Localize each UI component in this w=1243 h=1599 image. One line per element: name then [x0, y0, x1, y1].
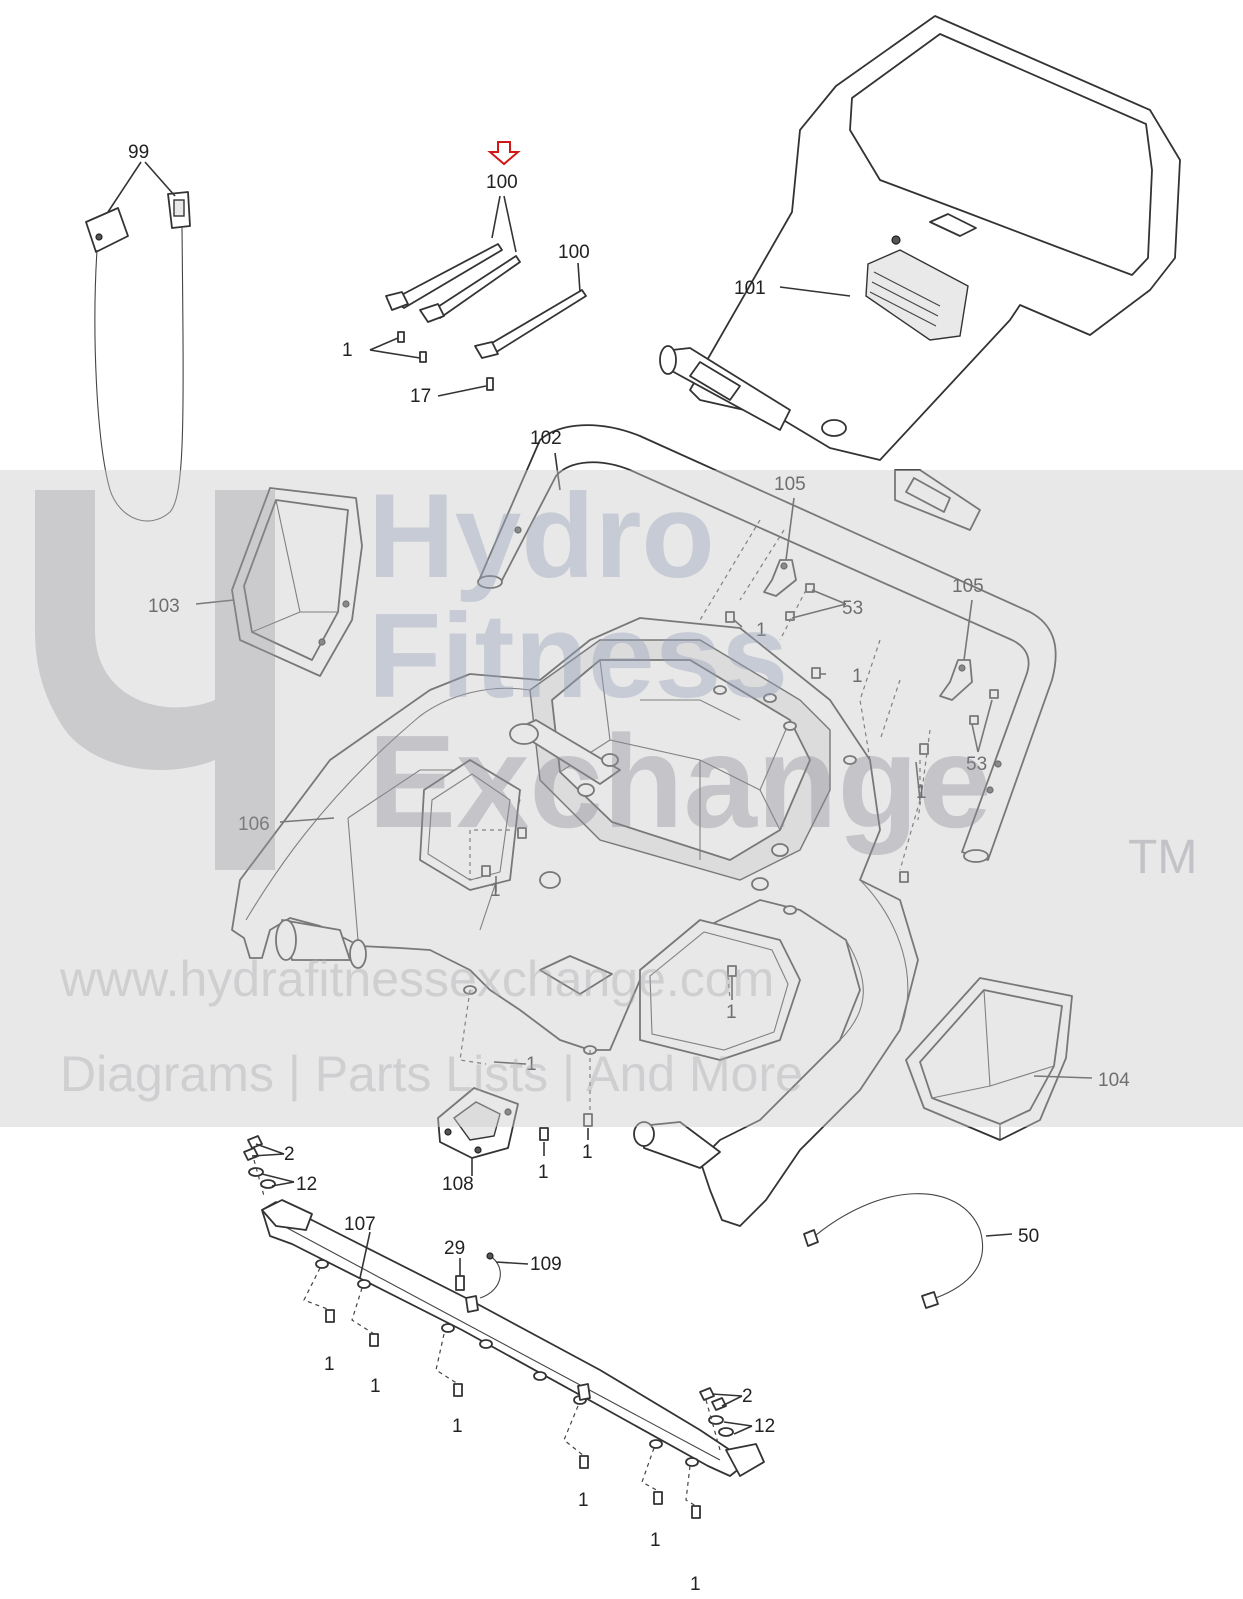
- callout-1-a: 1: [756, 620, 767, 641]
- leader-53a-1: [811, 589, 847, 605]
- leader-53b-2: [971, 723, 979, 753]
- callout-1-l: 1: [578, 1490, 589, 1511]
- callout-1-f: 1: [726, 1002, 737, 1023]
- part-107-crossbar: [261, 1199, 765, 1477]
- part-99-safety-key: [85, 191, 191, 522]
- leader-105b: [963, 599, 973, 661]
- callout-12-a: 12: [296, 1174, 317, 1195]
- callout-100-b: 100: [558, 242, 590, 263]
- callout-106: 106: [238, 814, 270, 835]
- leader-2b-2: [721, 1395, 743, 1407]
- crossbar-screws: [303, 1267, 701, 1519]
- leader-1-c: [915, 761, 921, 801]
- callout-101: 101: [734, 278, 766, 299]
- callout-1-n: 1: [690, 1574, 701, 1595]
- callout-17: 17: [410, 386, 431, 407]
- leader-12b-2: [733, 1425, 753, 1435]
- part-100-wire-harness: [385, 243, 587, 359]
- callout-2-a: 2: [284, 1144, 295, 1165]
- callout-1-e: 1: [526, 1054, 537, 1075]
- leader-100b: [577, 262, 581, 293]
- part-102-upright-frame: [477, 424, 1057, 863]
- callout-1-g: 1: [538, 1162, 549, 1183]
- callout-103: 103: [148, 596, 180, 617]
- leader-1-a: [733, 619, 743, 628]
- leader-104: [1033, 1075, 1093, 1079]
- callout-1-c: 1: [916, 782, 927, 803]
- callout-53-a: 53: [842, 598, 863, 619]
- part-103-left-tray: [231, 487, 363, 677]
- callout-105-a: 105: [774, 474, 806, 495]
- callout-1-h: 1: [582, 1142, 593, 1163]
- callout-29: 29: [444, 1238, 465, 1259]
- leader-50: [985, 1233, 1013, 1237]
- leader-1-e: [493, 1061, 527, 1065]
- callout-labels: 99 100 100 101 1 17 102 105 105 53 53 1 …: [128, 142, 1130, 1595]
- leader-107: [359, 1231, 371, 1279]
- leader-100a-1: [491, 195, 501, 239]
- dashed-shroud-paths: [459, 829, 731, 1110]
- callout-99: 99: [128, 142, 149, 163]
- leader-12b-1: [723, 1421, 753, 1427]
- callout-100-a: 100: [486, 172, 518, 193]
- part-101-console: [659, 15, 1181, 531]
- part-106-main-shroud: [231, 617, 919, 1227]
- leader-109: [495, 1261, 529, 1265]
- leader-103: [195, 599, 235, 605]
- leader-99a: [107, 161, 142, 213]
- leader-1-top-b: [369, 349, 421, 359]
- fasteners-2-12-right: [699, 1387, 734, 1451]
- part-108-cover-plate: [437, 1087, 593, 1159]
- leader-17: [437, 385, 487, 397]
- highlight-arrow-icon: [487, 141, 521, 166]
- callout-102: 102: [530, 428, 562, 449]
- part-29-109: [455, 1252, 501, 1299]
- callout-1-j: 1: [370, 1376, 381, 1397]
- leader-105a: [785, 497, 795, 561]
- callout-1-k: 1: [452, 1416, 463, 1437]
- part-104-right-tray: [905, 977, 1073, 1141]
- leader-100a-2: [503, 195, 517, 253]
- callout-1-i: 1: [324, 1354, 335, 1375]
- callout-105-b: 105: [952, 576, 984, 597]
- callout-108: 108: [442, 1174, 474, 1195]
- leader-1-top-a: [369, 337, 399, 351]
- callout-1-m: 1: [650, 1530, 661, 1551]
- part-50-cable: [803, 1193, 984, 1309]
- callout-50: 50: [1018, 1226, 1039, 1247]
- callout-107: 107: [344, 1214, 376, 1235]
- callout-1-b: 1: [852, 666, 863, 687]
- leader-99b: [144, 161, 176, 197]
- leader-2b-1: [711, 1393, 743, 1397]
- leader-106: [279, 817, 335, 823]
- leader-12a-2: [271, 1181, 295, 1187]
- leader-12a-1: [261, 1173, 295, 1183]
- callout-53-b: 53: [966, 754, 987, 775]
- leader-53a-2: [791, 603, 847, 619]
- callout-12-b: 12: [754, 1416, 775, 1437]
- callout-109: 109: [530, 1254, 562, 1275]
- screws-top: [397, 331, 494, 391]
- leader-2a-1: [255, 1143, 285, 1155]
- callout-1-d: 1: [490, 880, 501, 901]
- callout-104: 104: [1098, 1070, 1130, 1091]
- leader-102: [554, 452, 561, 491]
- leader-101: [779, 286, 851, 297]
- callout-2-b: 2: [742, 1386, 753, 1407]
- callout-1-top: 1: [342, 340, 353, 361]
- leader-53b-1: [977, 699, 993, 753]
- part-105-brackets: [725, 559, 999, 883]
- leader-2a-2: [251, 1153, 285, 1157]
